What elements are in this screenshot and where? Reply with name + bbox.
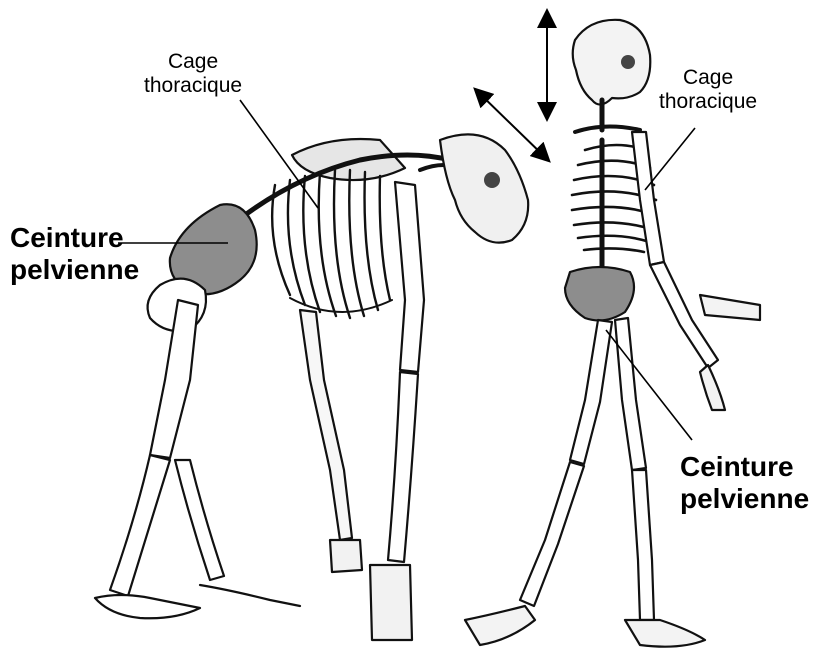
human-skull xyxy=(573,20,651,105)
ape-hind-foot xyxy=(95,595,200,618)
ape-pelvis-label: Ceinture pelvienne xyxy=(10,222,139,286)
ape-ribcage-label-line1: Cage xyxy=(144,50,242,74)
human-pelvis-label-line2: pelvienne xyxy=(680,483,809,515)
ape-pelvis-label-line2: pelvienne xyxy=(10,254,139,286)
human-ribcage-label-line1: Cage xyxy=(659,66,757,90)
ape-ribcage xyxy=(272,170,392,318)
ape-hind-tibia xyxy=(110,455,170,596)
ape-hand xyxy=(370,565,412,640)
ape-scapula xyxy=(292,139,405,180)
human-pelvis xyxy=(565,267,634,320)
human-femur xyxy=(570,320,612,464)
human-humerus xyxy=(632,132,664,265)
human-pelvis-label: Ceinture pelvienne xyxy=(680,451,809,515)
leader-human-ribcage xyxy=(645,128,695,190)
human-ribcage-label: Cage thoracique xyxy=(659,66,757,114)
ape-humerus xyxy=(395,182,424,372)
ape-ribcage-label: Cage thoracique xyxy=(144,50,242,98)
human-hand xyxy=(700,295,760,320)
leader-human-pelvis xyxy=(606,330,692,440)
human-pelvis-label-line1: Ceinture xyxy=(680,451,809,483)
ape-skeleton xyxy=(95,134,528,640)
ape-skull xyxy=(440,134,528,242)
human-ribcage-label-line2: thoracique xyxy=(659,90,757,114)
ape-forearm xyxy=(388,372,418,562)
ape-ribcage-label-line2: thoracique xyxy=(144,74,242,98)
human-tibia xyxy=(520,462,584,606)
human-foot xyxy=(465,606,535,645)
ape-pelvis-label-line1: Ceinture xyxy=(10,222,139,254)
